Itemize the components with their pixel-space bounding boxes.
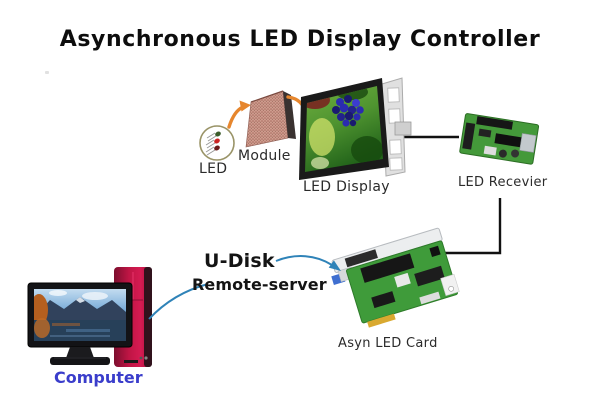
- led-display-label: LED Display: [303, 179, 390, 195]
- computer-label: Computer: [54, 368, 143, 387]
- led-label: LED: [199, 161, 228, 177]
- desktop-computer-icon: [27, 267, 152, 367]
- led-display-icon: [299, 77, 412, 180]
- asyn-led-card-label: Asyn LED Card: [338, 336, 438, 351]
- led-lamps-icon: [199, 125, 235, 161]
- led-module-icon: [245, 90, 296, 148]
- controller-card-icon: [331, 227, 460, 328]
- module-label: Module: [238, 148, 291, 164]
- u-disk-annotation: U-Disk: [204, 250, 275, 272]
- remote-server-annotation: Remote-server: [192, 275, 327, 294]
- page-title: Asynchronous LED Display Controller: [59, 27, 541, 52]
- monitor: [27, 282, 133, 365]
- led-receiver-label: LED Recevier: [458, 175, 548, 190]
- arrow-led-to-module: [227, 100, 251, 129]
- stray-mark: [45, 71, 49, 74]
- grapes-detail: [332, 95, 364, 127]
- receiver-card-icon: [459, 113, 540, 165]
- arrow-udisk-to-card: [275, 255, 341, 271]
- curve-computer-to-udisk: [148, 283, 209, 320]
